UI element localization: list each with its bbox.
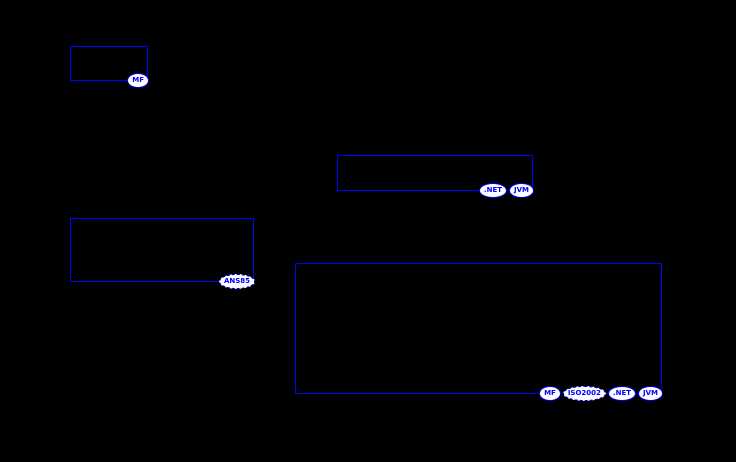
badge-dotnet: .NET <box>478 183 507 198</box>
badge-row: MF <box>127 73 149 88</box>
region-box-bottom-large: MF ISO2002 .NET JVM <box>295 263 663 401</box>
badge-iso2002: ISO2002 <box>562 386 606 401</box>
badge-jvm: JVM <box>638 386 663 401</box>
region-box-middle-right: .NET JVM <box>337 155 534 198</box>
badge-mf: MF <box>539 386 561 401</box>
region-box-middle-left: ANS85 <box>70 218 255 289</box>
badge-row: .NET JVM <box>478 183 534 198</box>
badge-dotnet: .NET <box>607 386 636 401</box>
badge-ans85: ANS85 <box>218 274 255 289</box>
badge-row: ANS85 <box>218 274 255 289</box>
badge-row: MF ISO2002 .NET JVM <box>539 386 663 401</box>
badge-jvm: JVM <box>509 183 534 198</box>
region-box-top-left: MF <box>70 46 149 88</box>
badge-mf: MF <box>127 73 149 88</box>
